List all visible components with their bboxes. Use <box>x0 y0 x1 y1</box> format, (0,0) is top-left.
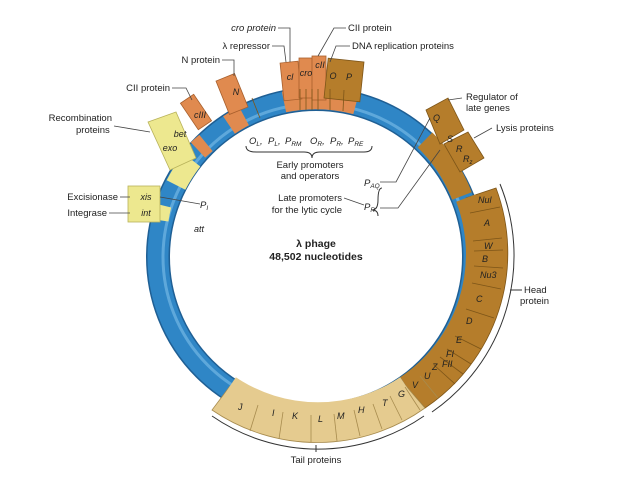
gene-u: U <box>424 371 431 381</box>
label-recombination-2: proteins <box>76 125 110 136</box>
xis-int-box <box>127 185 161 223</box>
gene-att: att <box>194 224 205 234</box>
ciii-region-ring <box>190 134 213 158</box>
gene-t: T <box>382 398 389 408</box>
label-n-protein: N protein <box>181 55 220 66</box>
promoter-pre: PRE <box>348 136 364 148</box>
label-regulator-1: Regulator of <box>466 92 518 103</box>
bet-exo-box <box>147 111 197 171</box>
label-early-1: Early promoters <box>276 160 343 171</box>
title-line1: λ phage <box>296 238 336 250</box>
promoter-or: OR, <box>310 136 325 148</box>
head-region-ring <box>400 194 487 395</box>
tail-bracket <box>211 415 425 450</box>
gene-nul: Nul <box>478 195 493 205</box>
ciii-box <box>179 93 213 131</box>
gene-nu3: Nu3 <box>480 270 497 280</box>
o-p-box <box>323 57 365 103</box>
promoter-pr: PR, <box>330 136 344 148</box>
label-head-1: Head <box>524 285 547 296</box>
gene-d: D <box>466 316 473 326</box>
gene-xis: xis <box>140 192 152 202</box>
gene-i: I <box>272 408 275 418</box>
label-lysis: Lysis proteins <box>496 123 554 134</box>
gene-z: Z <box>431 362 438 372</box>
label-tail: Tail proteins <box>291 455 342 466</box>
promoter-pi: PI <box>200 200 208 212</box>
q-box <box>425 97 465 145</box>
n-region-ring <box>223 106 250 134</box>
gene-ciii: cIII <box>194 110 207 120</box>
tail-region-ring <box>224 377 412 424</box>
label-ciii-protein: CII protein <box>126 83 170 94</box>
head-ticks <box>433 206 504 385</box>
gene-s: S <box>447 134 453 144</box>
late-promoters-bracket <box>371 187 383 217</box>
gene-l: L <box>318 414 323 424</box>
gene-r: R <box>456 144 463 154</box>
gene-j: J <box>237 402 243 412</box>
label-excisionase: Excisionase <box>67 192 118 203</box>
gene-e: E <box>456 335 463 345</box>
gene-q: Q <box>433 113 440 123</box>
label-lambda-repressor: λ repressor <box>222 41 270 52</box>
gene-cii: cII <box>315 60 325 70</box>
gene-exo: exo <box>163 143 178 153</box>
s-r-box <box>443 131 485 173</box>
gene-k: K <box>292 411 299 421</box>
gene-w: W <box>484 241 494 251</box>
label-regulator-2: late genes <box>466 103 510 114</box>
gene-b: B <box>482 254 488 264</box>
promoter-prm: PRM <box>285 136 302 148</box>
head-bracket <box>431 183 515 413</box>
label-recombination-1: Recombination <box>49 113 112 124</box>
gene-rz: Rz <box>463 154 473 166</box>
leader-lines <box>109 27 493 214</box>
early-ticks <box>251 89 345 119</box>
tail-ticks <box>249 375 439 442</box>
promoter-ol: OL, <box>249 136 263 148</box>
title-line2: 48,502 nucleotides <box>269 251 363 263</box>
label-head-2: protein <box>520 296 549 307</box>
early-promoters-bracket <box>245 145 373 159</box>
gene-h: H <box>358 405 365 415</box>
gene-c: C <box>476 294 483 304</box>
gene-bet: bet <box>174 129 187 139</box>
promoter-paq: PAQ <box>364 178 380 190</box>
gene-p: P <box>346 72 352 82</box>
gene-cro: cro <box>300 68 313 78</box>
label-integrase: Integrase <box>67 208 107 219</box>
label-late-1: Late promoters <box>278 193 342 204</box>
gene-fi: FI <box>446 349 454 359</box>
promoter-pl: PL, <box>268 136 281 148</box>
label-late-2: for the lytic cycle <box>272 205 342 216</box>
gene-fii: FII <box>442 359 453 369</box>
label-early-2: and operators <box>281 171 340 182</box>
label-dna-replication: DNA replication proteins <box>352 41 454 52</box>
q-s-r-region-ring <box>417 132 472 201</box>
gene-g: G <box>398 389 405 399</box>
n-box <box>215 73 249 115</box>
gene-n: N <box>233 87 240 97</box>
gene-m: M <box>337 411 345 421</box>
gene-v: V <box>412 380 419 390</box>
gene-int: int <box>141 208 151 218</box>
gene-o: O <box>329 71 336 81</box>
promoter-labels: OL, PL, PRM OR, PR, PRE PI PAQ PR' <box>200 136 380 214</box>
label-cii-protein: CII protein <box>348 23 392 34</box>
gene-a: A <box>483 218 490 228</box>
gene-cl: cl <box>287 72 295 82</box>
label-cro-protein: cro protein <box>231 23 276 34</box>
promoter-prp: PR' <box>364 202 377 214</box>
